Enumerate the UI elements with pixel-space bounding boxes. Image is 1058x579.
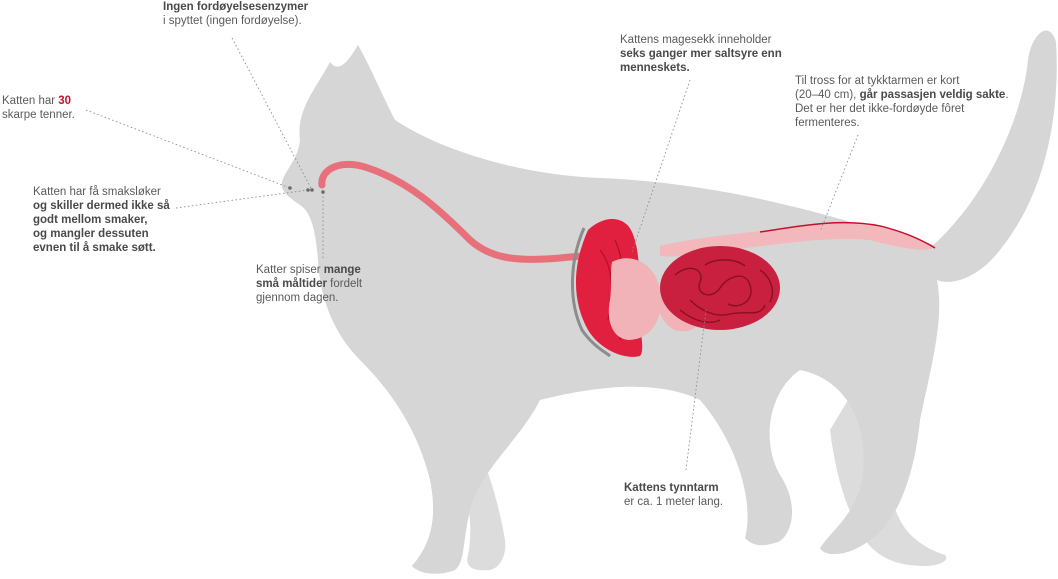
label-teeth: Katten har 30 skarpe tenner. xyxy=(2,94,75,122)
pointer-lines xyxy=(85,37,859,471)
pointer-colon xyxy=(819,134,859,233)
pointer-dots xyxy=(288,186,325,194)
intestine-line2: er ca. 1 meter lang. xyxy=(624,496,724,508)
meals-pre: Katter spiser xyxy=(256,264,324,276)
taste-line5: evnen til å smake søtt. xyxy=(33,242,156,254)
stomach-line3: menneskets. xyxy=(620,62,690,74)
large-intestine-edge xyxy=(759,221,936,249)
stomach xyxy=(608,258,661,340)
teeth-pre: Katten har xyxy=(2,95,59,107)
taste-line2: og skiller dermed ikke så xyxy=(33,200,170,212)
teeth-line2: skarpe tenner. xyxy=(2,109,75,121)
teeth-count: 30 xyxy=(58,95,72,107)
saliva-line2: i spyttet (ingen fordøyelse). xyxy=(163,15,302,27)
colon-line1: Til tross for at tykktarmen er kort xyxy=(795,75,960,87)
diaphragm xyxy=(570,227,611,358)
meals-post2: fordelt xyxy=(326,278,363,290)
pointer-taste xyxy=(175,189,309,209)
small-intestine xyxy=(660,246,780,330)
label-taste: Katten har få smaksløker og skiller derm… xyxy=(33,185,170,255)
esophagus xyxy=(318,160,629,263)
colon-bold2: går passasjen veldig sakte xyxy=(859,89,1006,101)
meals-bold2: små måltider xyxy=(256,278,327,290)
label-intestine: Kattens tynntarm er ca. 1 meter lang. xyxy=(624,481,723,509)
pointer-dot xyxy=(310,188,314,192)
pointer-intestine xyxy=(685,309,707,471)
taste-line3: godt mellom smaker, xyxy=(33,214,148,226)
colon-line4: fermenteres. xyxy=(795,117,860,129)
meals-line3: gjennom dagen. xyxy=(256,292,339,304)
taste-line4: og mangler dessuten xyxy=(33,228,149,240)
cat-front-leg-back xyxy=(450,430,506,571)
label-saliva: Ingen fordøyelsesenzymer i spyttet (inge… xyxy=(163,0,308,28)
pointer-dot xyxy=(321,190,325,194)
stomach-line1: Kattens magesekk inneholder xyxy=(620,34,772,46)
label-meals: Katter spiser mange små måltider fordelt… xyxy=(256,263,362,305)
taste-line1: Katten har få smaksløker xyxy=(33,186,161,198)
meals-bold1: mange xyxy=(323,264,361,276)
colon-pre2: (20–40 cm), xyxy=(795,89,860,101)
intestine-line1: Kattens tynntarm xyxy=(624,482,719,494)
colon-line3: Det er her det ikke-fordøyde fôret xyxy=(795,103,965,115)
saliva-line1: Ingen fordøyelsesenzymer xyxy=(163,1,309,13)
small-intestine-coils xyxy=(674,259,773,323)
pointer-dot xyxy=(288,186,292,190)
pointer-saliva xyxy=(231,37,313,191)
pointer-dot xyxy=(306,188,310,192)
label-colon: Til tross for at tykktarmen er kort (20–… xyxy=(795,74,1009,130)
label-stomach: Kattens magesekk inneholder seks ganger … xyxy=(620,33,782,75)
colon-post2: . xyxy=(1005,89,1009,101)
stomach-line2: seks ganger mer saltsyre enn xyxy=(620,48,782,60)
pointer-teeth xyxy=(85,109,291,189)
cat-hind-leg-back xyxy=(830,380,947,566)
